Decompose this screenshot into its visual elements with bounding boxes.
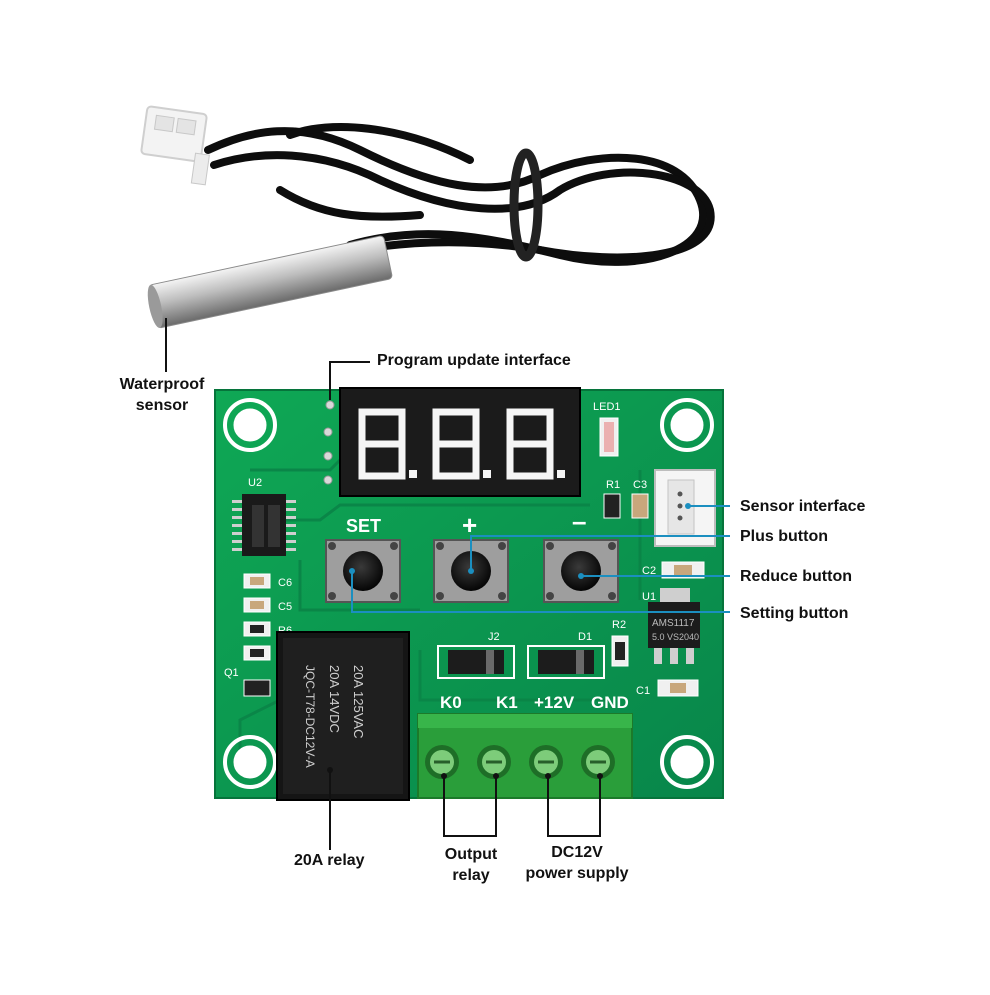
terminal-labels: K0 K1 +12V GND <box>440 693 629 712</box>
silk-led1: LED1 <box>593 401 621 413</box>
ic-u2 <box>232 494 296 556</box>
screw-k1[interactable] <box>477 745 511 779</box>
screw-gnd[interactable] <box>581 745 615 779</box>
screw-terminal-block <box>417 713 633 799</box>
relay-text-1: 20A 125VAC <box>351 665 366 738</box>
reduce-button[interactable] <box>543 539 619 603</box>
sensor-connector-plug <box>140 105 210 186</box>
seven-segment-display <box>339 387 581 497</box>
silk-j2: J2 <box>488 631 500 643</box>
display-segments <box>358 408 554 480</box>
cable-tie <box>509 148 543 262</box>
silk-set: SET <box>346 516 381 536</box>
diode-d1 <box>527 645 605 679</box>
label-power-supply-line2: power supply <box>525 865 629 882</box>
silk-c6: C6 <box>278 577 292 589</box>
capacitor-c3 <box>631 493 649 519</box>
silk-r2: R2 <box>612 619 626 631</box>
label-waterproof-sensor: Waterproof sensor <box>110 374 214 416</box>
silk-r1: R1 <box>606 479 620 491</box>
leader-lines <box>165 318 730 850</box>
button-labels: SET + – <box>346 506 586 540</box>
leader-output-relay <box>443 776 497 837</box>
silk-12v: +12V <box>534 693 575 712</box>
relay-20a: 20A 125VAC 20A 14VDC JQC-T78-DC12V-A <box>276 631 410 801</box>
silk-u2: U2 <box>248 477 262 489</box>
silk-gnd: GND <box>591 693 629 712</box>
label-sensor-interface: Sensor interface <box>740 498 866 515</box>
program-update-pads <box>323 400 335 485</box>
smd-left-components: C6 C5 R6 Q1 <box>224 573 292 697</box>
label-setting-button: Setting button <box>740 605 849 622</box>
silk-minus: – <box>572 506 586 536</box>
label-program-update-interface: Program update interface <box>377 352 571 369</box>
label-20a-relay: 20A relay <box>294 852 365 869</box>
label-waterproof-sensor-line2: sensor <box>135 397 189 414</box>
silk-c2: C2 <box>642 565 656 577</box>
label-reduce-button: Reduce button <box>740 568 852 585</box>
silk-plus: + <box>462 510 477 540</box>
relay-text-3: JQC-T78-DC12V-A <box>303 665 317 768</box>
leader-program-update <box>329 361 370 400</box>
sensor-interface-header <box>654 469 716 547</box>
label-dc12v-power-supply: DC12V power supply <box>516 842 638 884</box>
label-output-relay-line1: Output <box>444 846 498 863</box>
sensor-cable <box>204 123 715 266</box>
silk-q1: Q1 <box>224 667 239 679</box>
label-power-supply-line1: DC12V <box>551 844 603 861</box>
diode-j2 <box>437 645 515 679</box>
silk-u1: U1 <box>642 591 656 603</box>
relay-text-2: 20A 14VDC <box>327 665 342 733</box>
screw-12v[interactable] <box>529 745 563 779</box>
pcb-board: LED1 R1 C3 U2 C6 C5 <box>214 387 724 801</box>
leader-setting-button <box>351 571 730 613</box>
regulator-text-1: AMS1117 <box>652 618 695 629</box>
silk-c3: C3 <box>633 479 647 491</box>
leader-power-supply <box>547 776 601 837</box>
mounting-holes <box>223 398 714 789</box>
screw-k0[interactable] <box>425 745 459 779</box>
set-button[interactable] <box>325 539 401 603</box>
voltage-regulator-u1: AMS1117 5.0 VS2040 <box>648 588 700 664</box>
silk-d1: D1 <box>578 631 592 643</box>
label-plus-button: Plus button <box>740 528 828 545</box>
label-output-relay-line2: relay <box>452 867 490 884</box>
leader-plus-button <box>470 535 730 571</box>
silk-k1: K1 <box>496 693 518 712</box>
label-waterproof-sensor-line1: Waterproof <box>119 376 205 393</box>
waterproof-sensor <box>140 105 715 329</box>
label-output-relay: Output relay <box>430 844 512 886</box>
regulator-text-2: 5.0 VS2040 <box>652 632 699 642</box>
silk-k0: K0 <box>440 693 462 712</box>
metal-probe <box>147 235 393 329</box>
resistor-r1 <box>603 493 621 519</box>
silk-c1: C1 <box>636 685 650 697</box>
silk-c5: C5 <box>278 601 292 613</box>
